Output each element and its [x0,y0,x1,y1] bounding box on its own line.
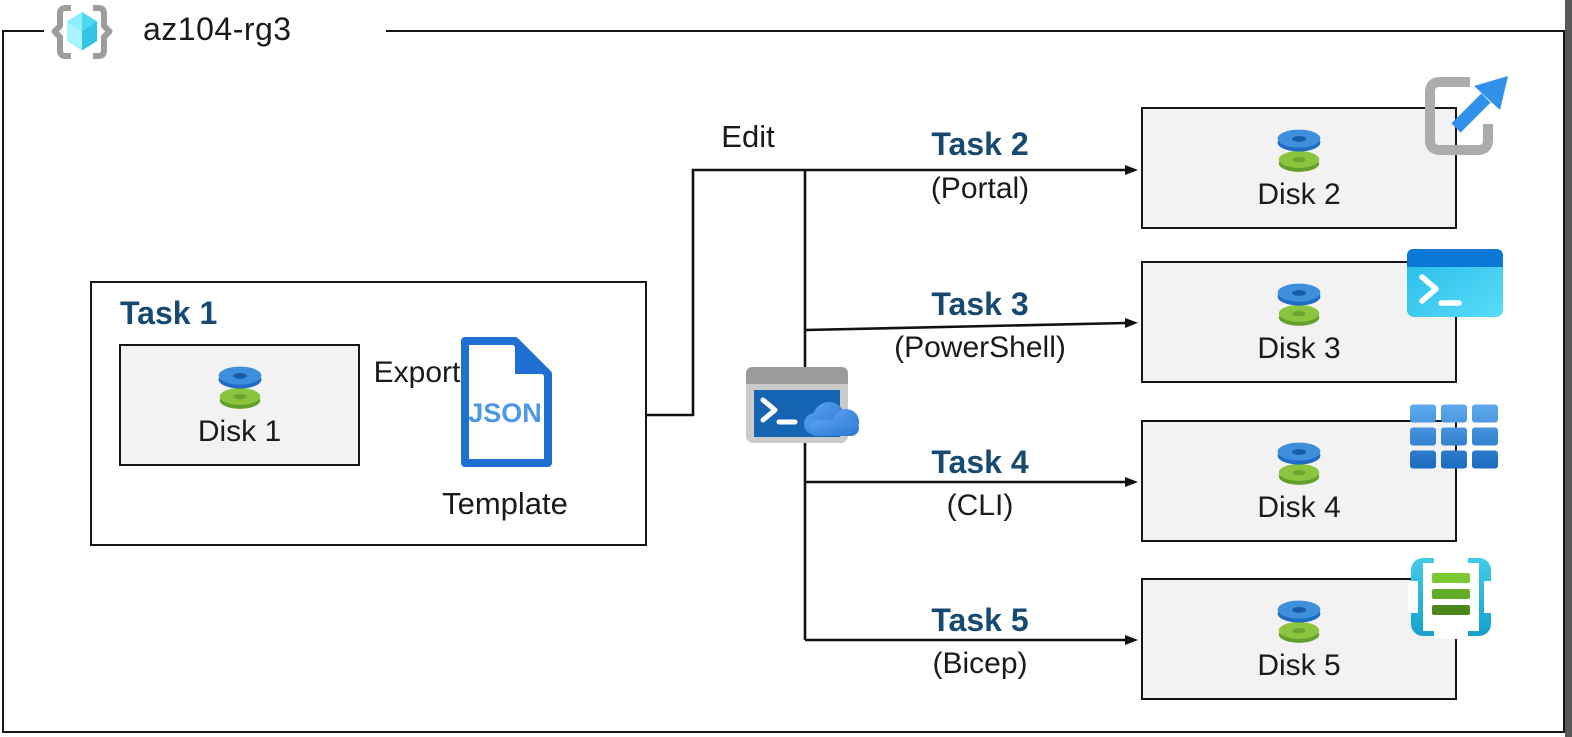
json-text: JSON [468,398,542,428]
disk-icon [1270,437,1328,491]
disk-icon [1270,278,1328,332]
window-right-edge [1565,0,1572,737]
template-label: Template [442,486,568,521]
cloud-shell-icon [746,367,859,443]
task2-method: (Portal) [930,172,1030,205]
disk3-box: Disk 3 [1141,261,1457,383]
json-template-icon: JSON [461,337,552,467]
task5-method: (Bicep) [932,647,1028,680]
task4-labels: Task 4 [855,444,1105,481]
disk3-label: Disk 3 [1257,332,1341,365]
disk1-label: Disk 1 [197,415,282,448]
disk-icon [211,361,269,415]
task3-method: (PowerShell) [894,331,1066,364]
resource-group-boundary [2,30,1565,733]
disk2-box: Disk 2 [1141,107,1457,229]
task5-title: Task 5 [931,602,1029,638]
disk4-label: Disk 4 [1257,491,1341,524]
portal-icon [1425,76,1508,155]
cli-icon [1410,404,1498,469]
disk5-label: Disk 5 [1257,649,1341,682]
task2-title: Task 2 [931,126,1029,162]
task3-labels: Task 3 [855,286,1105,323]
border-label-gap [44,24,386,38]
edit-label: Edit [721,119,775,154]
task4-title: Task 4 [931,444,1029,480]
disk5-box: Disk 5 [1141,578,1457,700]
bicep-icon [1408,555,1494,639]
disk1-box: Disk 1 [119,344,360,466]
cloud-glyph [804,402,859,436]
resource-group-name: az104-rg3 [143,11,292,47]
disk-icon [1270,124,1328,178]
task4-method: (CLI) [946,489,1014,522]
powershell-icon [1407,249,1503,317]
export-label: Export [373,356,461,389]
disk4-box: Disk 4 [1141,420,1457,542]
disk-icon [1270,595,1328,649]
task5-labels: Task 5 [855,602,1105,639]
task2-labels: Task 2 [855,126,1105,163]
task1-title: Task 1 [120,295,218,331]
task3-title: Task 3 [931,286,1029,322]
disk2-label: Disk 2 [1257,178,1341,211]
resource-group-icon [51,5,113,59]
